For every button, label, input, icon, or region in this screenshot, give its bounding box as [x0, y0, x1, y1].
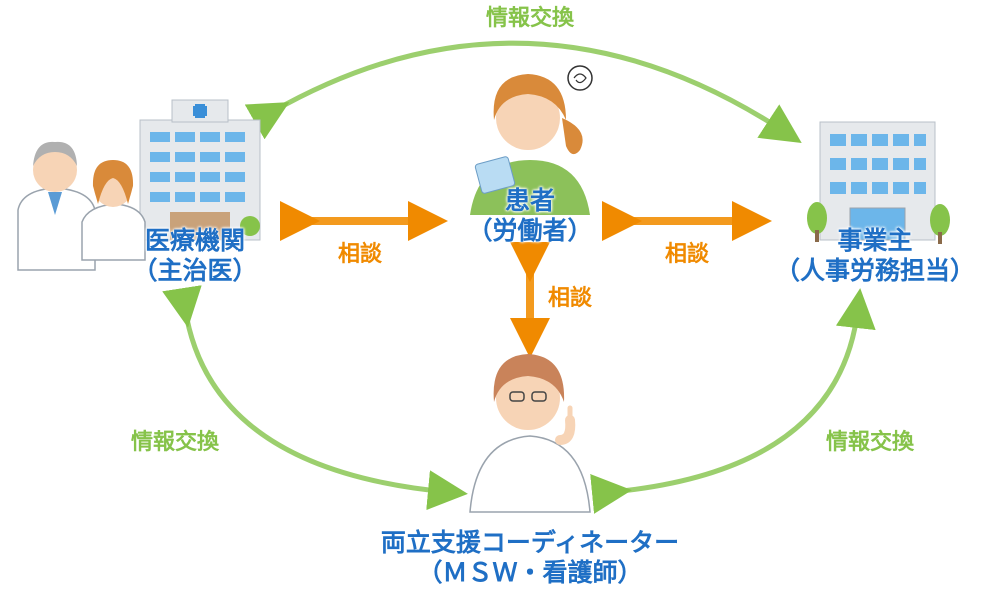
- coordinator-figure: [469, 354, 591, 513]
- patient-label: 患者 （労働者）: [430, 186, 630, 246]
- consult-label-right: 相談: [664, 242, 709, 267]
- patient-name: 患者: [504, 186, 555, 215]
- office-building-icon: [807, 121, 950, 244]
- info-exchange-arc-left: [162, 285, 468, 511]
- info-exchange-label-right: 情報交換: [825, 430, 914, 455]
- patient-role: （労働者）: [467, 216, 593, 245]
- consult-label-down: 相談: [547, 286, 592, 311]
- employer-name: 事業主: [837, 226, 913, 255]
- medical-institution-name: 医療機関: [144, 226, 245, 255]
- coordinator-name: 両立支援コーディネーター: [380, 528, 680, 557]
- info-exchange-arc-top: [244, 40, 802, 143]
- employer-role: （人事労務担当）: [774, 256, 975, 285]
- medical-institution-label: 医療機関 （主治医）: [95, 226, 295, 286]
- consult-label-left: 相談: [337, 242, 382, 267]
- coordinator-role: （ＭＳＷ・看護師）: [417, 558, 643, 587]
- hospital-building-icon: [139, 99, 261, 241]
- doctor-nurse-figure: [17, 141, 146, 271]
- info-exchange-label-left: 情報交換: [130, 430, 219, 455]
- info-exchange-label-top: 情報交換: [485, 6, 574, 31]
- info-exchange-arc-right: [590, 288, 876, 514]
- worried-patient-figure: [470, 65, 593, 215]
- coordinator-label: 両立支援コーディネーター （ＭＳＷ・看護師）: [300, 528, 760, 588]
- employer-label: 事業主 （人事労務担当）: [750, 226, 1000, 286]
- medical-institution-role: （主治医）: [132, 256, 258, 285]
